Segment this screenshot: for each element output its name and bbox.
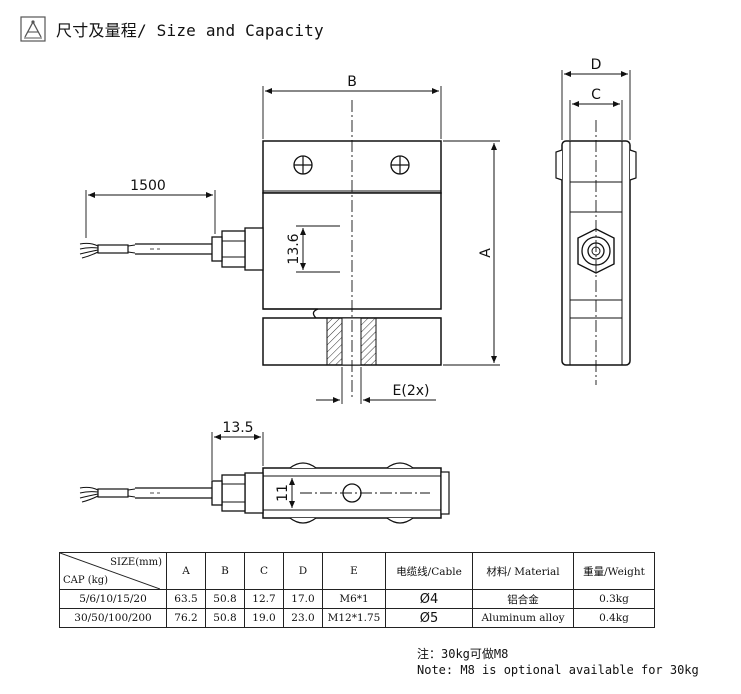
table-row: 5/6/10/15/20 63.5 50.8 12.7 17.0 M6*1 Ø4… [59, 589, 655, 609]
header-weight: 重量/Weight [573, 552, 655, 590]
table-corner-cell: SIZE(mm) CAP (kg) [59, 552, 167, 590]
header-cable: 电缆线/Cable [385, 552, 473, 590]
cell-C: 19.0 [244, 608, 284, 628]
cell-D: 17.0 [283, 589, 323, 609]
diagonal-line [60, 553, 160, 589]
section-header: 尺寸及量程/ Size and Capacity [20, 14, 324, 44]
dim-cable-length-label: 1500 [130, 178, 166, 194]
note-cn: 注：30kg可做M8 [417, 647, 509, 661]
dim-C-label: C [591, 87, 601, 103]
cell-cable: Ø5 [385, 608, 473, 628]
side-view: D C [555, 57, 637, 385]
dim-B-label: B [347, 74, 357, 90]
footnote: 注：30kg可做M8 Note: M8 is optional availabl… [417, 646, 699, 678]
header-C: C [244, 552, 284, 590]
cell-B: 50.8 [205, 589, 245, 609]
header-B: B [205, 552, 245, 590]
dim-E-label: E(2x) [393, 383, 430, 399]
screw-icon [293, 155, 313, 175]
dim-D-label: D [591, 57, 602, 73]
table-header-row: SIZE(mm) CAP (kg) A B C D E 电缆线/Cable 材料… [59, 552, 655, 590]
corner-cap-label: CAP (kg) [63, 575, 109, 586]
cell-material-en: Aluminum alloy [472, 608, 574, 628]
cell-cable: Ø4 [385, 589, 473, 609]
cell-A: 76.2 [166, 608, 206, 628]
cell-material-cn: 铝合金 [472, 589, 574, 609]
technical-drawing: B A 1500 13.6 E(2x) [79, 57, 637, 524]
header-A: A [166, 552, 206, 590]
cell-cap: 5/6/10/15/20 [59, 589, 167, 609]
cell-weight: 0.3kg [573, 589, 655, 609]
dim-bottom-offset-label: 13.5 [222, 420, 253, 436]
cell-cap: 30/50/100/200 [59, 608, 167, 628]
cell-C: 12.7 [244, 589, 284, 609]
cell-E: M12*1.75 [322, 608, 386, 628]
cell-weight: 0.4kg [573, 608, 655, 628]
cell-E: M6*1 [322, 589, 386, 609]
header-E: E [322, 552, 386, 590]
front-view: B A 1500 13.6 E(2x) [79, 74, 500, 404]
cell-B: 50.8 [205, 608, 245, 628]
header-D: D [283, 552, 323, 590]
cell-A: 63.5 [166, 589, 206, 609]
table-row: 30/50/100/200 76.2 50.8 19.0 23.0 M12*1.… [59, 608, 655, 628]
dim-thread-depth-label: 13.6 [286, 233, 302, 264]
page-title: 尺寸及量程/ Size and Capacity [56, 21, 324, 40]
dim-bottom-height-label: 11 [275, 484, 291, 502]
header-material: 材料/ Material [472, 552, 574, 590]
cell-D: 23.0 [283, 608, 323, 628]
screw-icon [390, 155, 410, 175]
dim-A-label: A [478, 248, 494, 258]
bottom-view: 13.5 11 [79, 420, 450, 524]
calipers-icon [20, 16, 46, 42]
note-en: Note: M8 is optional available for 30kg [417, 663, 699, 677]
spec-table: SIZE(mm) CAP (kg) A B C D E 电缆线/Cable 材料… [59, 552, 655, 628]
corner-size-label: SIZE(mm) [110, 557, 162, 568]
